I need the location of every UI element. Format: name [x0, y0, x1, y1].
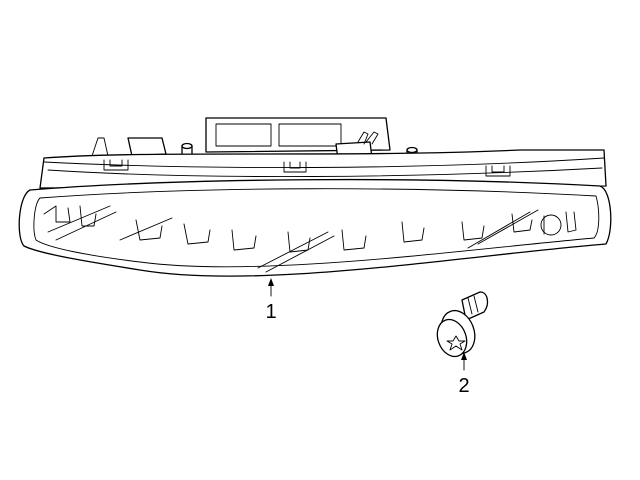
- callout-1: 1: [265, 278, 277, 323]
- lamp-assembly: [18, 117, 612, 277]
- callout-label-1: 1: [265, 301, 276, 323]
- callout-label-2: 2: [458, 375, 469, 397]
- torx-star-icon: [446, 335, 466, 351]
- lamp-housing: [91, 117, 418, 163]
- lamp-upper-flange: [39, 149, 607, 192]
- lamp-lens: [18, 178, 612, 277]
- callout-2: 2: [458, 352, 470, 397]
- screw: [436, 291, 489, 358]
